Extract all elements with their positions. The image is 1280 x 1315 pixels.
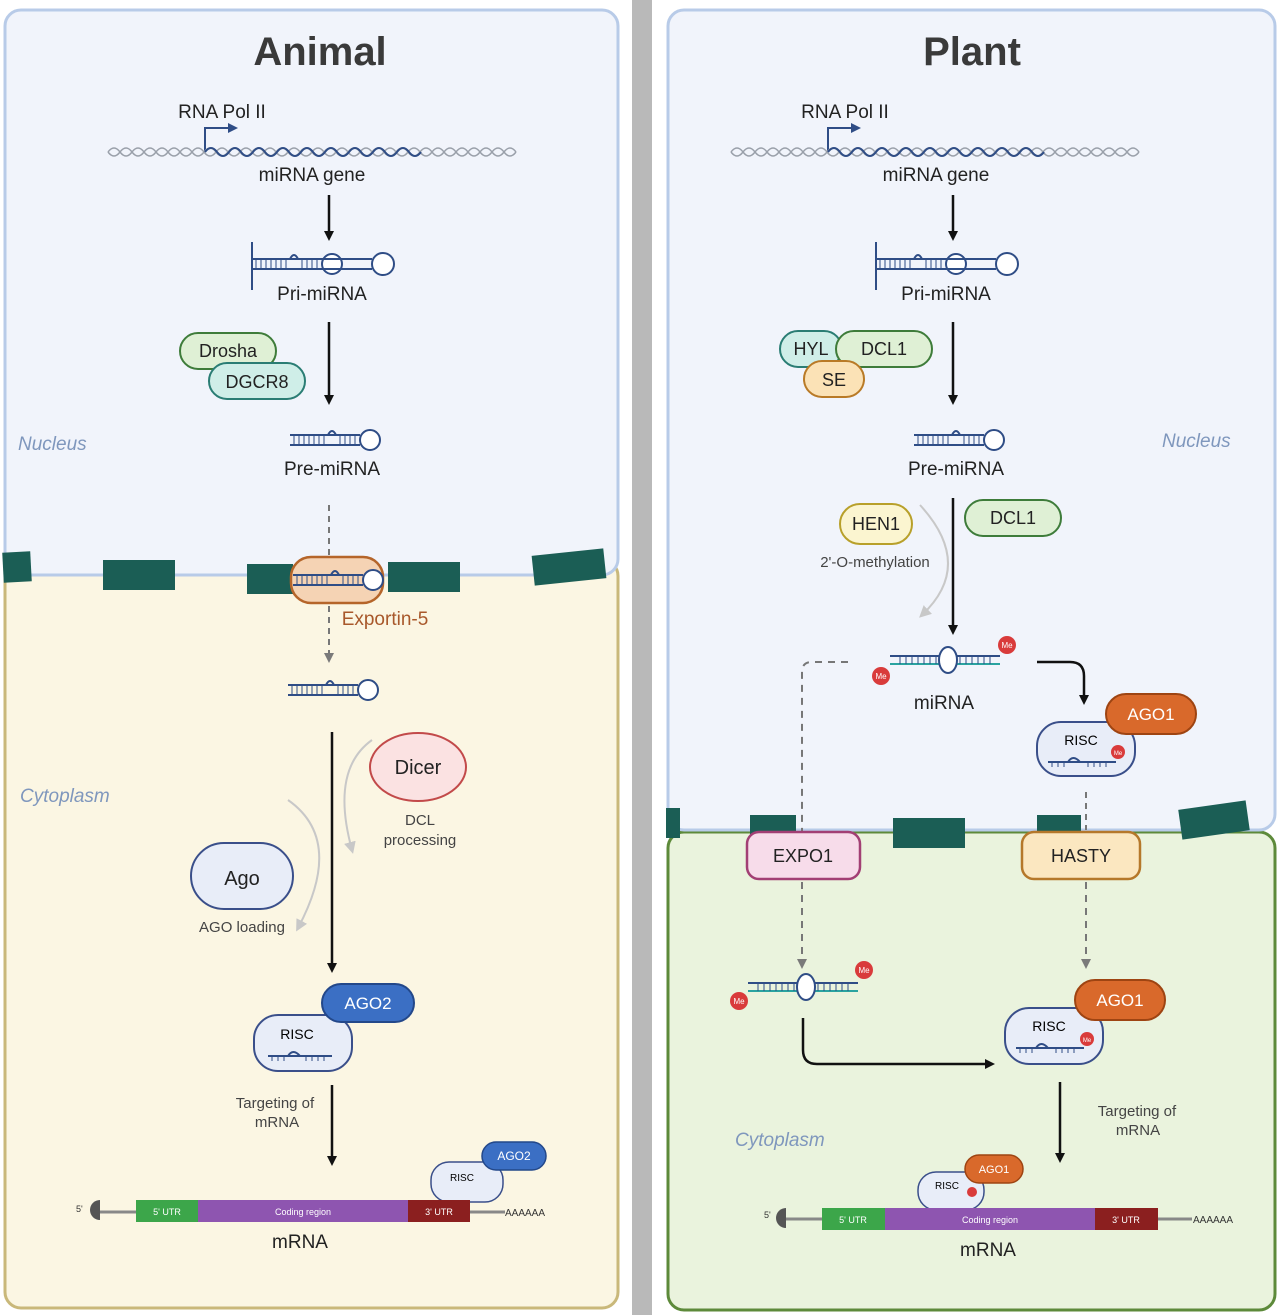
animal-exportin5-label: Exportin-5 [342,609,429,630]
plant-dashed-expo1-line [801,661,848,838]
svg-text:HEN1: HEN1 [852,514,900,534]
animal-pri-mirna-shape [251,242,395,290]
animal-promoter-arrow [204,127,232,152]
animal-pri-mirna-label: Pri-miRNA [277,284,367,305]
plant-nucleus-region [666,8,1277,832]
plant-arrow-cyto-to-risc [801,1018,995,1069]
animal-cytoplasm-label: Cytoplasm [20,786,110,807]
svg-text:RISC: RISC [1032,1018,1065,1034]
animal-ago-box: Ago [190,842,294,910]
plant-pri-mirna-label: Pri-miRNA [901,284,991,305]
svg-text:AGO2: AGO2 [344,994,391,1013]
animal-cytoplasm-region [3,558,620,1310]
svg-text:Me: Me [733,997,745,1006]
svg-text:SE: SE [822,370,846,390]
plant-promoter-arrow [827,127,855,152]
animal-mrna-risc: RISC AGO2 [430,1141,547,1203]
panel-divider [632,0,652,1315]
animal-dicer-box: Dicer [369,732,467,802]
animal-dgcr8-box: DGCR8 [208,362,306,400]
svg-text:Dicer: Dicer [395,757,442,779]
svg-text:HYL: HYL [793,339,828,359]
plant-rna-pol-label: RNA Pol II [801,102,889,123]
svg-text:RISC: RISC [1064,732,1097,748]
animal-drosha-box: Drosha [179,332,277,370]
svg-text:HASTY: HASTY [1051,846,1111,866]
svg-text:AGO2: AGO2 [497,1149,531,1163]
plant-title: Plant [923,30,1021,74]
svg-text:AGO1: AGO1 [1096,991,1143,1010]
svg-text:RISC: RISC [935,1181,959,1192]
plant-mrna-label: mRNA [960,1240,1016,1261]
animal-ago-loading-label: AGO loading [199,919,285,936]
plant-nucleus-label: Nucleus [1162,431,1231,452]
svg-text:5': 5' [76,1204,83,1214]
plant-mirna-label: miRNA [914,693,974,714]
plant-pri-mirna-shape [875,242,1019,290]
svg-text:RISC: RISC [450,1173,474,1184]
animal-exportin5-pore [289,555,385,605]
plant-cyto-mirna-duplex: Me Me [730,961,873,1010]
plant-mrna-strand: 5' 5' UTR Coding region 3' UTR AAAAAA [764,1208,1233,1230]
svg-text:RISC: RISC [280,1026,313,1042]
plant-cytoplasm-region [666,830,1277,1312]
svg-text:Me: Me [1114,751,1123,757]
svg-text:Coding region: Coding region [275,1207,331,1217]
animal-dcl-label: DCL [405,812,435,829]
animal-rna-pol-label: RNA Pol II [178,102,266,123]
plant-se-box: SE [803,360,865,398]
svg-text:AAAAAA: AAAAAA [505,1208,545,1219]
animal-dicer-curve [343,739,373,854]
plant-cytoplasm-label: Cytoplasm [735,1130,825,1151]
animal-mrna-strand: 5' 5' UTR Coding region 3' UTR AAAAAA [76,1200,545,1222]
plant-nuclear-risc: RISC Me AGO1 [1036,693,1197,777]
animal-targeting-label-1: Targeting of [236,1095,315,1112]
svg-text:5' UTR: 5' UTR [153,1207,181,1217]
animal-risc-complex: RISC AGO2 [253,983,415,1072]
animal-ago-curve [287,799,321,932]
animal-nuclear-envelope [2,548,607,594]
svg-text:5' UTR: 5' UTR [839,1215,867,1225]
plant-dcl1-box-a: DCL1 [835,330,933,368]
plant-targeting-label-1: Targeting of [1098,1103,1177,1120]
svg-text:AGO1: AGO1 [1127,705,1174,724]
animal-mirna-gene-label: miRNA gene [259,165,366,186]
svg-text:Coding region: Coding region [962,1215,1018,1225]
plant-expo1-box: EXPO1 [745,830,862,881]
plant-arrow-to-risc [1037,660,1089,705]
plant-methylation-curve [919,504,949,618]
plant-targeting-label-2: mRNA [1116,1122,1160,1139]
svg-text:3' UTR: 3' UTR [1112,1215,1140,1225]
plant-dcl1-box-b: DCL1 [964,499,1062,537]
animal-pre-mirna-label: Pre-miRNA [284,459,380,480]
svg-text:DGCR8: DGCR8 [225,372,288,392]
svg-text:DCL1: DCL1 [861,339,907,359]
svg-text:Me: Me [858,966,870,975]
animal-title: Animal [253,30,386,74]
plant-hasty-box: HASTY [1020,830,1142,881]
animal-mrna-label: mRNA [272,1232,328,1253]
plant-hen1-box: HEN1 [839,503,913,545]
plant-mirna-gene-label: miRNA gene [883,165,990,186]
svg-text:AGO1: AGO1 [979,1164,1010,1176]
svg-text:5': 5' [764,1210,771,1220]
svg-text:3' UTR: 3' UTR [425,1207,453,1217]
svg-text:Me: Me [1083,1038,1092,1044]
svg-text:DCL1: DCL1 [990,508,1036,528]
svg-text:Me: Me [1001,641,1013,650]
plant-mirna-duplex: Me Me [872,636,1016,685]
animal-targeting-label-2: mRNA [255,1114,299,1131]
svg-text:AAAAAA: AAAAAA [1193,1215,1233,1226]
plant-methylation-label: 2'-O-methylation [820,554,930,571]
svg-text:Drosha: Drosha [199,341,258,361]
plant-cyto-risc: RISC Me AGO1 [1004,979,1166,1065]
plant-pre-mirna-label: Pre-miRNA [908,459,1004,480]
svg-text:EXPO1: EXPO1 [773,846,833,866]
plant-mrna-risc: RISC AGO1 [917,1154,1024,1211]
animal-processing-label: processing [384,832,457,849]
svg-text:Me: Me [875,672,887,681]
animal-nucleus-label: Nucleus [18,434,87,455]
svg-text:Ago: Ago [224,868,260,890]
